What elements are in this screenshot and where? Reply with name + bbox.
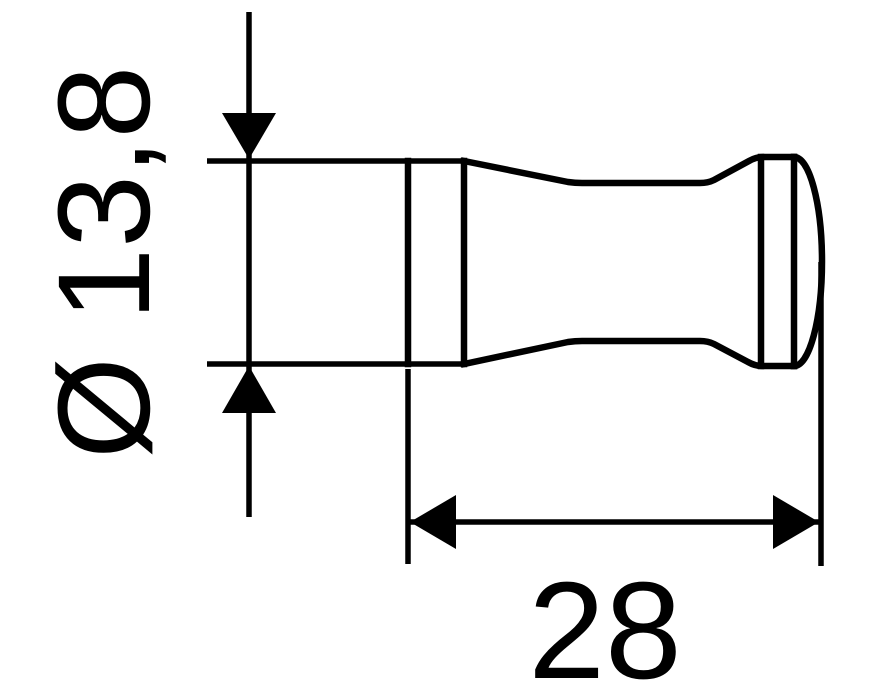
arrowhead-up-icon bbox=[222, 366, 276, 413]
diameter-dimension bbox=[207, 12, 464, 517]
length-label: 28 bbox=[528, 554, 682, 694]
end-dome-outline bbox=[790, 153, 826, 370]
part-outline bbox=[404, 153, 826, 370]
length-dimension bbox=[405, 262, 824, 566]
arrowhead-left-icon bbox=[410, 495, 456, 549]
arrowhead-down-icon bbox=[222, 113, 276, 159]
part-top-contour bbox=[460, 153, 798, 187]
part-bottom-contour bbox=[460, 337, 798, 370]
arrowhead-right-icon bbox=[773, 495, 819, 549]
diameter-label: Ø 13,8 bbox=[30, 66, 177, 459]
